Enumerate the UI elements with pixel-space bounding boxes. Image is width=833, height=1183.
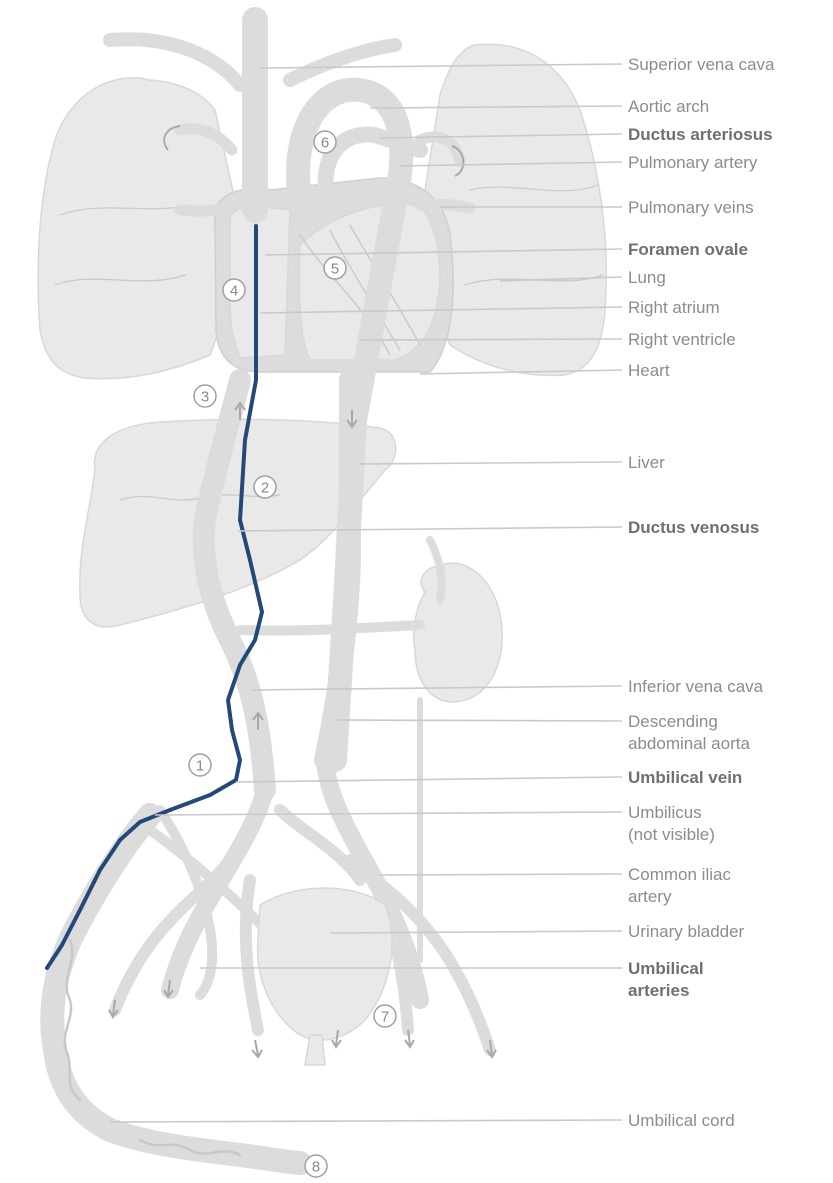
label-line: Ductus arteriosus [628, 125, 773, 144]
step-marker-number: 8 [312, 1159, 320, 1176]
leader-line-liver [360, 462, 622, 464]
label-right-ventricle: Right ventricle [628, 330, 736, 349]
leader-line-right-ventricle [360, 339, 622, 340]
label-descending-abdominal-aorta: Descending abdominal aorta [628, 712, 750, 753]
step-marker-1: 1 [189, 754, 211, 776]
label-line: Aortic arch [628, 97, 709, 116]
label-line: Umbilical vein [628, 768, 742, 787]
label-line: Right ventricle [628, 330, 736, 349]
label-line: arteries [628, 981, 689, 1000]
label-ductus-arteriosus: Ductus arteriosus [628, 125, 773, 144]
label-line: Liver [628, 453, 665, 472]
label-line: Common iliac [628, 865, 731, 884]
step-marker-3: 3 [194, 385, 216, 407]
label-line: Foramen ovale [628, 240, 748, 259]
label-ductus-venosus: Ductus venosus [628, 518, 759, 537]
label-pulmonary-artery: Pulmonary artery [628, 153, 758, 172]
step-marker-5: 5 [324, 257, 346, 279]
label-line: Lung [628, 268, 666, 287]
label-liver: Liver [628, 453, 665, 472]
step-marker-number: 7 [381, 1009, 389, 1026]
leader-line-umbilicus [155, 812, 622, 815]
step-marker-number: 3 [201, 389, 209, 406]
label-line: Descending [628, 712, 718, 731]
label-heart: Heart [628, 361, 670, 380]
step-marker-4: 4 [223, 279, 245, 301]
label-superior-vena-cava: Superior vena cava [628, 55, 775, 74]
bladder-shape [258, 888, 392, 1040]
label-line: Superior vena cava [628, 55, 775, 74]
label-line: artery [628, 887, 672, 906]
label-lung: Lung [628, 268, 666, 287]
label-umbilical-vein: Umbilical vein [628, 768, 742, 787]
step-marker-number: 4 [230, 283, 238, 300]
label-line: Umbilicus [628, 803, 702, 822]
step-marker-2: 2 [254, 476, 276, 498]
label-right-atrium: Right atrium [628, 298, 720, 317]
label-line: Right atrium [628, 298, 720, 317]
step-marker-number: 5 [331, 261, 339, 278]
label-common-iliac-artery: Common iliac artery [628, 865, 731, 906]
label-umbilical-cord: Umbilical cord [628, 1111, 735, 1130]
leader-line-descending-abdominal-aorta [338, 720, 622, 721]
step-marker-number: 6 [321, 135, 329, 152]
label-line: Umbilical cord [628, 1111, 735, 1130]
label-foramen-ovale: Foramen ovale [628, 240, 748, 259]
step-marker-7: 7 [374, 1005, 396, 1027]
label-line: Pulmonary veins [628, 198, 754, 217]
label-line: Urinary bladder [628, 922, 745, 941]
label-inferior-vena-cava: Inferior vena cava [628, 677, 764, 696]
label-line: Heart [628, 361, 670, 380]
label-line: abdominal aorta [628, 734, 750, 753]
label-line: Pulmonary artery [628, 153, 758, 172]
label-urinary-bladder: Urinary bladder [628, 922, 745, 941]
label-umbilical-arteries: Umbilical arteries [628, 959, 704, 1000]
label-pulmonary-veins: Pulmonary veins [628, 198, 754, 217]
urinary-bladder [258, 888, 392, 1065]
label-line: Ductus venosus [628, 518, 759, 537]
kidney-shape [414, 563, 503, 702]
leader-line-aortic-arch [370, 106, 622, 108]
label-umbilicus: Umbilicus (not visible) [628, 803, 715, 844]
leader-line-umbilical-cord [110, 1120, 622, 1122]
label-line: (not visible) [628, 825, 715, 844]
step-marker-number: 2 [261, 480, 269, 497]
step-marker-number: 1 [196, 758, 204, 775]
label-line: Inferior vena cava [628, 677, 764, 696]
leader-line-common-iliac-artery [380, 874, 622, 875]
step-marker-6: 6 [314, 131, 336, 153]
step-marker-8: 8 [305, 1155, 327, 1177]
label-line: Umbilical [628, 959, 704, 978]
label-aortic-arch: Aortic arch [628, 97, 709, 116]
kidney [414, 540, 503, 960]
left-lung-shape [38, 78, 235, 379]
leader-line-umbilical-vein [236, 777, 622, 782]
